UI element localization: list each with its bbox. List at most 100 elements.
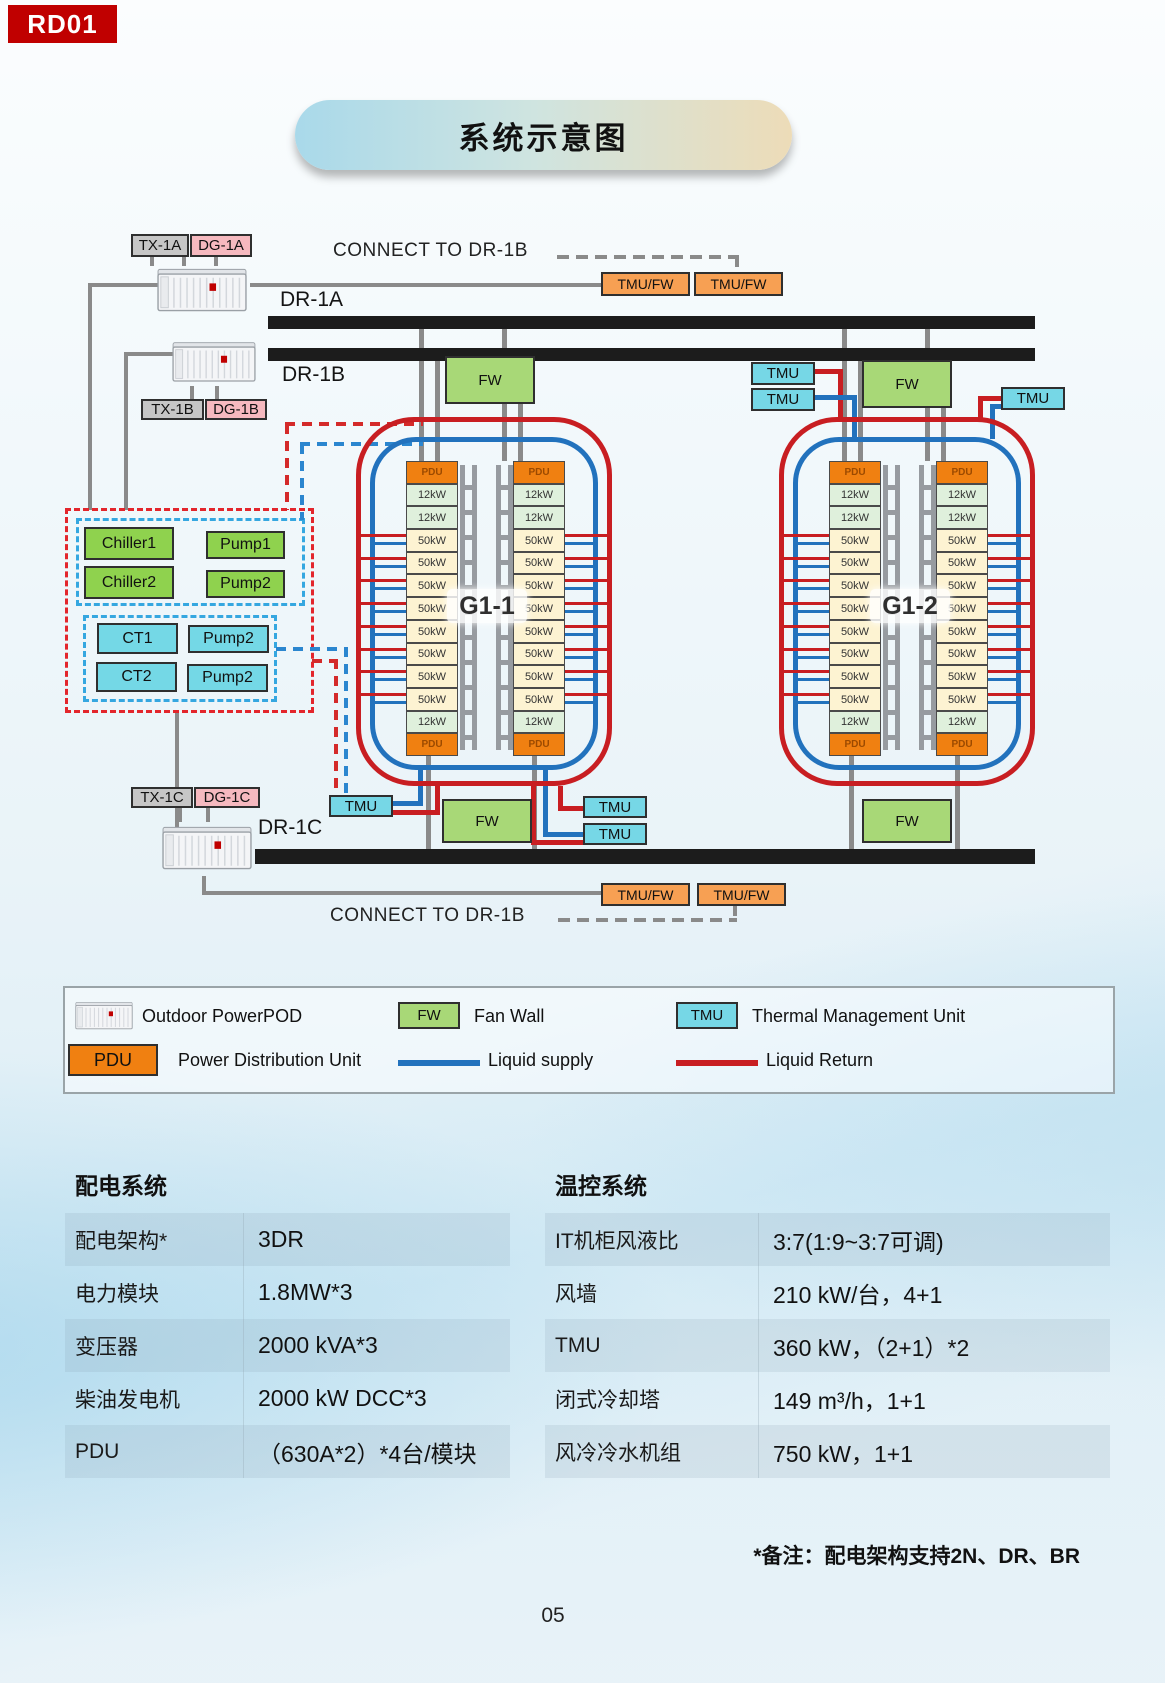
supply-segment (815, 395, 857, 400)
stub-liquid-supply (988, 701, 1019, 704)
rack-unit: 50kW (829, 688, 881, 711)
rack-unit: 12kW (936, 711, 988, 733)
tmu-fw-box-bottom-1: TMU/FW (601, 883, 690, 906)
source-b-feeder-v (124, 352, 128, 510)
rack-unit: 50kW (513, 643, 565, 665)
rack-unit: 50kW (406, 597, 458, 620)
stub-liquid-return (784, 557, 829, 560)
page-title: 系统示意图 (295, 100, 792, 170)
rack-unit: 12kW (513, 484, 565, 506)
ct-supply-dashed-v (344, 647, 348, 797)
chiller1-box: Chiller1 (84, 527, 174, 560)
stub-liquid-supply (375, 633, 406, 636)
source-c-to-tmufw-v (202, 876, 206, 895)
source-a-feeder-h (88, 283, 160, 287)
rack-unit: 50kW (513, 665, 565, 688)
stub-liquid-return (565, 670, 612, 673)
row-value: 3DR (243, 1213, 510, 1266)
source-a-to-tmufw-line (250, 283, 603, 287)
stub-liquid-supply (798, 587, 829, 590)
powerpod-icon-c (160, 818, 254, 876)
stub-liquid-supply (988, 610, 1019, 613)
powerpod-icon-b (170, 334, 258, 388)
stub-liquid-supply (988, 542, 1019, 545)
rack-unit: PDU (936, 733, 988, 756)
table-row: TMU 360 kW，（2+1）*2 (545, 1319, 1110, 1372)
power-drop-line (419, 322, 424, 461)
row-value: 1.8MW*3 (243, 1266, 510, 1319)
legend-fw-label: Fan Wall (474, 1006, 545, 1026)
row-value: 149 m³/h，1+1 (758, 1372, 1110, 1425)
stub-liquid-return (784, 602, 829, 605)
row-value: 210 kW/台，4+1 (758, 1266, 1110, 1319)
table-row: PDU （630A*2）*4台/模块 (65, 1425, 510, 1478)
table-row: 风墙 210 kW/台，4+1 (545, 1266, 1110, 1319)
rack-unit: 50kW (936, 552, 988, 574)
source-c-stub-2 (206, 808, 210, 822)
stub-liquid-return (565, 602, 612, 605)
stub-liquid-return (361, 648, 406, 651)
rack-unit: PDU (513, 461, 565, 484)
stub-liquid-supply (565, 565, 596, 568)
connect-dashed-drop-bottom (733, 904, 737, 920)
return-segment (815, 369, 843, 374)
stub-liquid-supply (565, 542, 596, 545)
plant-return-dashed-h (285, 422, 423, 426)
legend-liquid-return-label: Liquid Return (766, 1050, 874, 1070)
source-a-stub-2 (182, 256, 186, 266)
stub-liquid-return (988, 625, 1035, 628)
row-value: 2000 kVA*3 (243, 1319, 510, 1372)
stub-liquid-return (988, 693, 1035, 696)
row-value: （630A*2）*4台/模块 (243, 1425, 510, 1478)
fw-box-g2-bottom: FW (862, 799, 952, 843)
legend-pdu-chip: PDU (68, 1044, 158, 1076)
power-drop-line (955, 756, 960, 851)
tx-1c-box: TX-1C (131, 787, 193, 808)
stub-liquid-supply (988, 587, 1019, 590)
rack-unit: 50kW (829, 597, 881, 620)
stub-liquid-return (565, 625, 612, 628)
power-drop-line (426, 756, 431, 851)
row-label: IT机柜风液比 (555, 1229, 679, 1253)
stub-liquid-return (565, 648, 612, 651)
table-thermal-control: 温控系统 IT机柜风液比 3:7(1:9~3:7可调) 风墙 210 kW/台，… (545, 1167, 1110, 1478)
legend-tmu-label: Thermal Management Unit (752, 1006, 966, 1026)
legend-outdoor-powerpod-label: Outdoor PowerPOD (142, 1006, 303, 1026)
stub-liquid-supply (565, 610, 596, 613)
table-power-distribution: 配电系统 配电架构* 3DR 电力模块 1.8MW*3 变压器 2000 kVA… (65, 1167, 510, 1478)
rack-unit: 12kW (406, 484, 458, 506)
ct-return-dashed-h (312, 659, 338, 663)
bus-dr-1a (268, 316, 1035, 329)
rack-unit: 12kW (936, 484, 988, 506)
stub-liquid-return (988, 534, 1035, 537)
tmu-box-g2-topleft-1: TMU (751, 362, 815, 385)
pump2-box: Pump2 (206, 570, 285, 598)
row-label: 风冷冷水机组 (555, 1441, 681, 1465)
stub-liquid-return (988, 602, 1035, 605)
stub-liquid-return (988, 648, 1035, 651)
stub-liquid-return (361, 534, 406, 537)
source-b-stub-2 (215, 386, 219, 399)
stub-liquid-supply (798, 565, 829, 568)
connect-dashed-line-bottom (558, 918, 737, 922)
bus-label-dr-1a: DR-1A (280, 288, 344, 311)
stub-liquid-supply (565, 587, 596, 590)
fw-box-g1-bottom: FW (442, 799, 532, 843)
stub-liquid-supply (565, 678, 596, 681)
source-c-to-tmufw-h (202, 891, 603, 895)
row-label: TMU (555, 1333, 601, 1357)
tmu-box-g1-bottomleft: TMU (329, 795, 393, 817)
rack-unit: 12kW (936, 506, 988, 529)
rack-unit: 50kW (829, 574, 881, 597)
stub-liquid-return (565, 579, 612, 582)
rack-unit: PDU (936, 461, 988, 484)
rack-unit: 12kW (513, 711, 565, 733)
table-thermal-title: 温控系统 (555, 1173, 647, 1199)
return-segment (531, 786, 536, 845)
legend-liquid-supply-label: Liquid supply (488, 1050, 594, 1070)
stub-liquid-supply (798, 678, 829, 681)
stub-liquid-supply (988, 565, 1019, 568)
powerpod-icon-a (154, 260, 250, 318)
stub-liquid-return (361, 579, 406, 582)
